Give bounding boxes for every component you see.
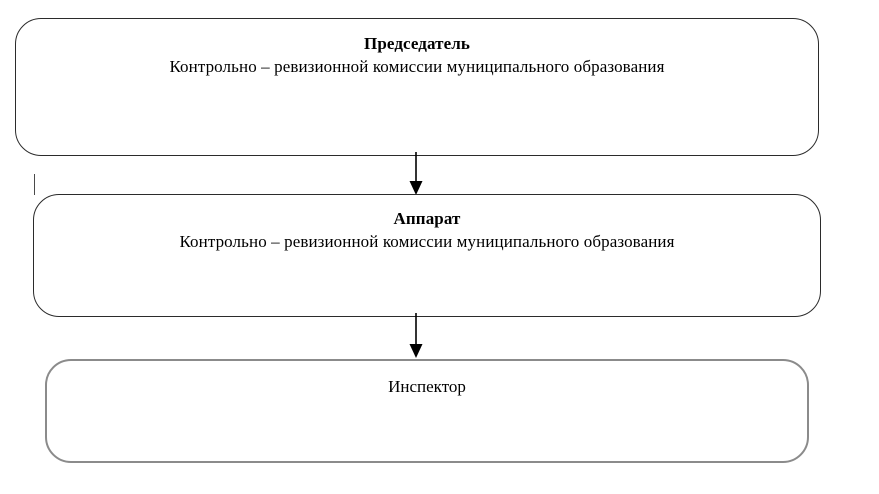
node-inspector[interactable]: Инспектор: [45, 359, 809, 463]
arrowhead-down-icon: [409, 344, 423, 358]
connector-apparatus-to-inspector: [398, 313, 434, 359]
connector-chairman-to-apparatus: [398, 152, 434, 196]
node-inspector-text-block: Инспектор: [47, 375, 807, 399]
node-inspector-title: Инспектор: [388, 377, 466, 396]
node-chairman[interactable]: Председатель Контрольно – ревизионной ко…: [15, 18, 819, 156]
node-chairman-subtitle: Контрольно – ревизионной комиссии муници…: [169, 57, 665, 76]
node-chairman-title: Председатель: [364, 34, 470, 53]
arrowhead-down-icon: [409, 181, 423, 195]
stray-tick-artifact: [34, 174, 35, 195]
node-chairman-text-block: Председатель Контрольно – ревизионной ко…: [16, 32, 818, 79]
node-apparatus-title: Аппарат: [393, 209, 461, 228]
node-apparatus-text-block: Аппарат Контрольно – ревизионной комисси…: [34, 207, 820, 254]
node-apparatus-subtitle: Контрольно – ревизионной комиссии муници…: [179, 232, 675, 251]
node-apparatus[interactable]: Аппарат Контрольно – ревизионной комисси…: [33, 194, 821, 317]
